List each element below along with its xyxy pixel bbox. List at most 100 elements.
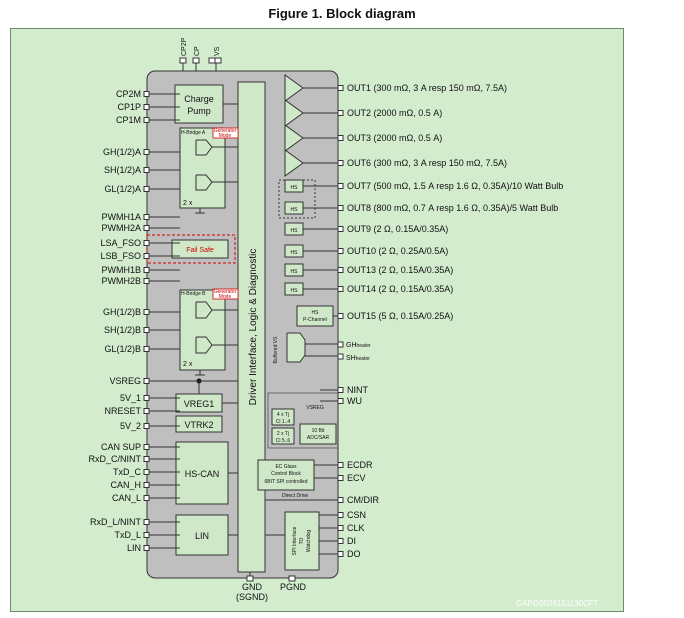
svg-text:TO: TO bbox=[299, 537, 305, 544]
pin-stub bbox=[143, 378, 150, 384]
pin-stub bbox=[143, 395, 150, 401]
lin-label: LIN bbox=[195, 531, 209, 541]
output-pin-stub bbox=[337, 286, 344, 292]
svg-text:VSREG: VSREG bbox=[306, 405, 324, 411]
pin-stub bbox=[143, 423, 150, 429]
tj-a-block bbox=[271, 408, 295, 426]
pin-stub bbox=[143, 309, 150, 315]
hs-switch-label: HS bbox=[291, 250, 299, 256]
output-pins: OUT1 (300 mΩ, 3 A resp 150 mΩ, 7.5A)OUT2… bbox=[303, 83, 563, 321]
left-pin-label: PWMH1A bbox=[101, 212, 141, 222]
pin-stub bbox=[143, 456, 150, 462]
fail-safe-label: Fail Safe bbox=[186, 247, 214, 254]
right-pin-stub bbox=[337, 525, 344, 531]
output-pin-label: OUT1 (300 mΩ, 3 A resp 150 mΩ, 7.5A) bbox=[347, 83, 507, 93]
left-pin-label: TxD_C bbox=[113, 467, 142, 477]
output-pin-label: OUT15 (5 Ω, 0.15A/0.25A) bbox=[347, 311, 453, 321]
pin-stub bbox=[143, 469, 150, 475]
output-pin-label: OUT7 (500 mΩ, 1.5 A resp 1.6 Ω, 0.35A)/1… bbox=[347, 181, 563, 191]
output-pin-label: OUT6 (300 mΩ, 3 A resp 150 mΩ, 7.5A) bbox=[347, 158, 507, 168]
hs-switch-label: HS bbox=[291, 288, 299, 294]
left-pin-label: PWMH2B bbox=[101, 276, 141, 286]
pin-stub bbox=[143, 495, 150, 501]
svg-text:Mode: Mode bbox=[219, 133, 232, 139]
pin-cp2p: CP2P bbox=[181, 37, 188, 56]
output-pin-stub bbox=[337, 205, 344, 211]
output-pin-label: OUT14 (2 Ω, 0.15A/0.35A) bbox=[347, 284, 453, 294]
fail-safe-region bbox=[146, 234, 236, 264]
hbridge-b-label: H-Bridge B bbox=[181, 291, 206, 297]
output-pin-stub bbox=[337, 183, 344, 189]
pin-pgnd: PGND bbox=[280, 582, 307, 592]
pin-stub bbox=[143, 408, 150, 414]
right-pin-label: WU bbox=[347, 396, 362, 406]
right-pin-label: CLK bbox=[347, 523, 365, 533]
left-pin-label: LIN bbox=[127, 543, 141, 553]
right-pin-label: ECDR bbox=[347, 460, 373, 470]
left-pin-label: TxD_L bbox=[114, 530, 141, 540]
left-pin-label: NRESET bbox=[104, 406, 141, 416]
left-pin-label: GH(1/2)A bbox=[103, 147, 141, 157]
svg-text:ADC/SAR: ADC/SAR bbox=[307, 435, 330, 441]
right-pin-label: CM/DIR bbox=[347, 495, 379, 505]
pin-stub bbox=[143, 214, 150, 220]
watermark: GAPG0508151130CFT bbox=[516, 599, 599, 608]
adc-region bbox=[267, 392, 339, 449]
output-pin-label: OUT3 (2000 mΩ, 0.5 A) bbox=[347, 133, 442, 143]
generator-mode-b bbox=[212, 288, 239, 300]
fail-safe-block bbox=[171, 239, 229, 259]
output-pin-stub bbox=[337, 135, 344, 141]
left-pin-label: VSREG bbox=[109, 376, 141, 386]
central-logic-label: Driver Interface, Logic & Diagnostic bbox=[248, 249, 259, 406]
svg-text:SPI Interface: SPI Interface bbox=[292, 526, 298, 555]
svg-text:HS: HS bbox=[312, 310, 320, 316]
right-pin-stub bbox=[337, 512, 344, 518]
left-pin-label: CAN_H bbox=[110, 480, 141, 490]
pin-stub bbox=[143, 444, 150, 450]
pin-stub bbox=[143, 327, 150, 333]
left-pin-label: CP2M bbox=[116, 89, 141, 99]
right-pin-stub bbox=[337, 551, 344, 557]
left-pin-label: RxD_C/NINT bbox=[88, 454, 141, 464]
right-pin-label: CSN bbox=[347, 510, 366, 520]
hs-switch-label: HS bbox=[291, 228, 299, 234]
svg-text:4 x Tj: 4 x Tj bbox=[277, 412, 289, 418]
pin-stub bbox=[143, 167, 150, 173]
two-x-b: 2 x bbox=[183, 361, 193, 368]
left-pin-label: CP1P bbox=[117, 102, 141, 112]
two-x-a: 2 x bbox=[183, 200, 193, 207]
buffered-vs-label: Buffered VS bbox=[273, 336, 279, 364]
left-pins: CP2MCP1PCP1MGH(1/2)ASH(1/2)AGL(1/2)APWMH… bbox=[88, 89, 180, 553]
heater-driver bbox=[286, 332, 306, 363]
right-pin-stub bbox=[337, 462, 344, 468]
left-pin-label: CAN SUP bbox=[101, 442, 141, 452]
pin-stub bbox=[143, 545, 150, 551]
right-pin-label: ECV bbox=[347, 473, 366, 483]
svg-text:10 Bit: 10 Bit bbox=[312, 428, 325, 434]
pin-stub bbox=[143, 519, 150, 525]
svg-text:Generator: Generator bbox=[214, 128, 237, 134]
right-pin-stub bbox=[337, 387, 344, 393]
left-pin-label: LSB_FSO bbox=[100, 251, 141, 261]
pin-cp: CP bbox=[194, 46, 201, 56]
pin-vs: VS bbox=[214, 46, 221, 56]
right-pin-stub bbox=[337, 538, 344, 544]
right-pin-stub bbox=[337, 475, 344, 481]
top-pins bbox=[179, 57, 222, 71]
right-pin-stub bbox=[337, 398, 344, 404]
output-pin-stub bbox=[337, 226, 344, 232]
output-pin-stub bbox=[337, 160, 344, 166]
left-pin-label: GH(1/2)B bbox=[103, 307, 141, 317]
gh-heater-pin: GHheater bbox=[346, 342, 371, 349]
output-pin-stub bbox=[337, 267, 344, 273]
right-pin-label: NINT bbox=[347, 385, 368, 395]
hs-pchannel-block bbox=[296, 305, 334, 327]
pin-stub bbox=[143, 278, 150, 284]
ec-glass-block bbox=[257, 459, 315, 491]
tj-b-block bbox=[271, 427, 295, 445]
pin-gnd: GND bbox=[242, 582, 263, 592]
vtrk2-label: VTRK2 bbox=[184, 420, 213, 430]
pin-stub bbox=[143, 149, 150, 155]
pin-stub bbox=[143, 117, 150, 123]
